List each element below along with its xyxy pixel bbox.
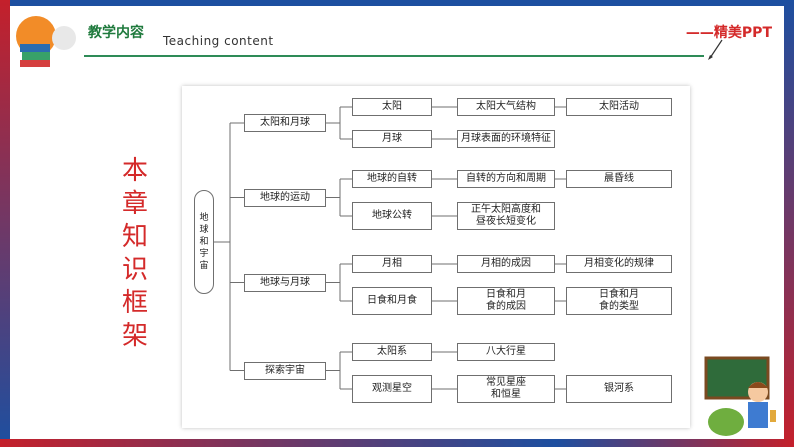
frame-top-border [0, 0, 794, 6]
framework-node: 太阳 [352, 98, 432, 116]
framework-node: 太阳大气结构 [457, 98, 555, 116]
side-title-char: 知 [121, 222, 148, 252]
framework-node: 太阳活动 [566, 98, 672, 116]
side-title-char: 章 [121, 189, 148, 219]
books-logo-icon [16, 16, 76, 67]
framework-node: 日食和月食 [352, 287, 432, 315]
header-divider [84, 55, 704, 57]
frame-left-border [0, 0, 10, 447]
root-node: 地 球 和 宇 宙 [194, 190, 214, 294]
side-title-char: 架 [121, 321, 148, 351]
framework-node: 观测星空 [352, 375, 432, 403]
pencil-icon [708, 39, 723, 60]
framework-node: 日食和月 食的成因 [457, 287, 555, 315]
framework-node: 八大行星 [457, 343, 555, 361]
side-title-char: 框 [121, 288, 148, 318]
frame-right-border [784, 0, 794, 447]
framework-node: 常见星座 和恒星 [457, 375, 555, 403]
teacher-illustration-icon [704, 356, 776, 436]
framework-node: 正午太阳高度和 昼夜长短变化 [457, 202, 555, 230]
branch-node: 探索宇宙 [244, 361, 326, 380]
side-title-char: 识 [121, 255, 148, 285]
header-title: 教学内容 [88, 25, 144, 41]
framework-node: 银河系 [566, 375, 672, 403]
chapter-framework-title: 本 章 知 识 框 架 [120, 155, 150, 353]
framework-node: 太阳系 [352, 343, 432, 361]
framework-node: 晨昏线 [566, 170, 672, 188]
side-title-char: 本 [121, 156, 148, 186]
frame-bottom-border [0, 439, 794, 447]
framework-node: 月相 [352, 255, 432, 273]
framework-node: 自转的方向和周期 [457, 170, 555, 188]
connector-lines [214, 106, 566, 390]
framework-node: 月相变化的规律 [566, 255, 672, 273]
framework-node: 日食和月 食的类型 [566, 287, 672, 315]
header-subtitle: Teaching content [163, 34, 274, 48]
framework-node: 月球 [352, 130, 432, 148]
brand-label: ——精美PPT [685, 25, 772, 41]
knowledge-framework-diagram: 地 球 和 宇 宙 太阳 太阳大气结构太阳活动月球 月球表面的环境特征 太阳和月球地球的… [182, 86, 690, 428]
framework-node: 地球公转 [352, 202, 432, 230]
branch-node: 太阳和月球 [244, 114, 326, 132]
framework-node: 地球的自转 [352, 170, 432, 188]
framework-node: 月相的成因 [457, 255, 555, 273]
branch-node: 地球的运动 [244, 188, 326, 207]
branch-node: 地球与月球 [244, 273, 326, 292]
framework-node: 月球表面的环境特征 [457, 130, 555, 148]
